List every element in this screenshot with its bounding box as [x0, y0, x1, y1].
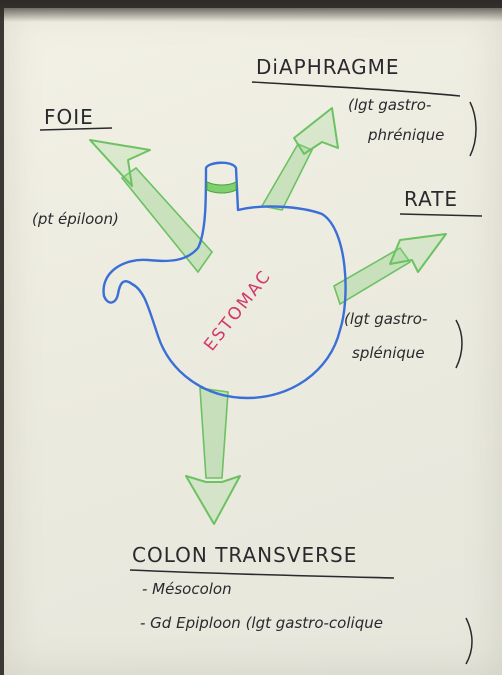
foie-label: FOIE [44, 105, 94, 129]
rate-note-close-paren [456, 320, 462, 368]
colon-item-close-paren [466, 618, 472, 664]
arrow-to-diaphragme [262, 108, 338, 210]
arrow-to-colon [186, 388, 240, 524]
arrow-to-colon-head [186, 476, 240, 524]
diaphragme-note-2: phrénique [367, 126, 444, 144]
arrow-to-foie-shaft [122, 168, 212, 272]
arrow-to-rate [334, 234, 446, 304]
diaphragme-label: DiAPHRAGME [256, 55, 400, 79]
foie-note: (pt épiloon) [32, 210, 119, 228]
colon-label: COLON TRANSVERSE [132, 543, 357, 567]
rate-note-1: (lgt gastro- [344, 310, 427, 328]
colon-underline [130, 570, 394, 578]
rate-note-2: splénique [352, 344, 425, 362]
diaphragme-note-close-paren [470, 102, 476, 156]
diaphragme-note-1: (lgt gastro- [348, 96, 431, 114]
colon-item-mesocolon: - Mésocolon [142, 580, 232, 598]
rate-underline [400, 214, 482, 216]
stomach-label: ESTOMAC [200, 266, 276, 355]
colon-item-epiploon: - Gd Epiploon (lgt gastro-colique [140, 614, 383, 632]
oesophagus-band [207, 182, 236, 193]
diaphragme-underline [252, 82, 460, 96]
arrow-to-colon-shaft [200, 388, 228, 478]
rate-label: RATE [404, 187, 458, 211]
arrow-to-diaphragme-head [294, 108, 338, 154]
